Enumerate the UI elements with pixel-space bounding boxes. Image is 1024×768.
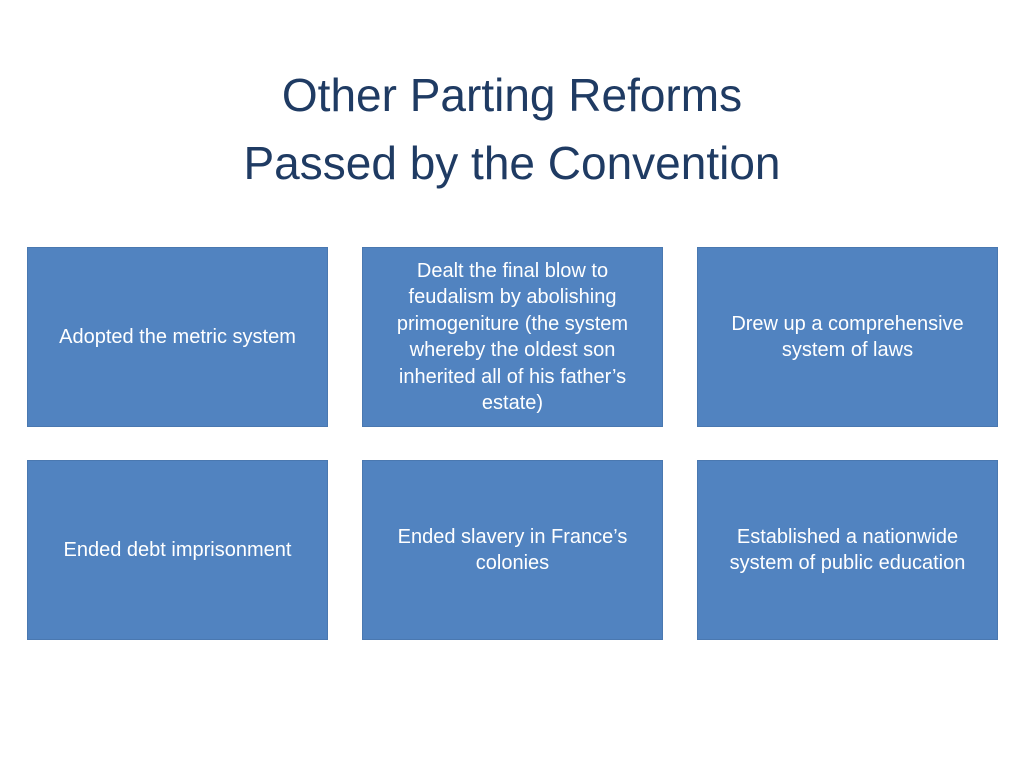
reform-box-system-of-laws: Drew up a comprehensive system of laws [697,247,998,427]
reform-box-metric-system: Adopted the metric system [27,247,328,427]
reform-text: Dealt the final blow to feudalism by abo… [396,259,629,415]
reform-box-debt-imprisonment: Ended debt imprisonment [27,460,328,640]
reform-text: Ended debt imprisonment [63,538,292,561]
reform-text: Adopted the metric system [59,325,296,348]
reform-box-abolish-primogeniture: Dealt the final blow to feudalism by abo… [362,247,663,427]
reform-text: Established a nationwide system of publi… [729,525,966,575]
reform-box-public-education: Established a nationwide system of publi… [697,460,998,640]
reform-box-end-slavery: Ended slavery in France’s colonies [362,460,663,640]
reform-text: Drew up a comprehensive system of laws [731,312,964,362]
slide-title: Other Parting Reforms Passed by the Conv… [0,61,1024,197]
reform-grid: Adopted the metric system Dealt the fina… [27,247,998,640]
title-line-2: Passed by the Convention [243,136,781,189]
title-line-1: Other Parting Reforms [281,68,743,121]
reform-text: Ended slavery in France’s colonies [397,525,628,575]
